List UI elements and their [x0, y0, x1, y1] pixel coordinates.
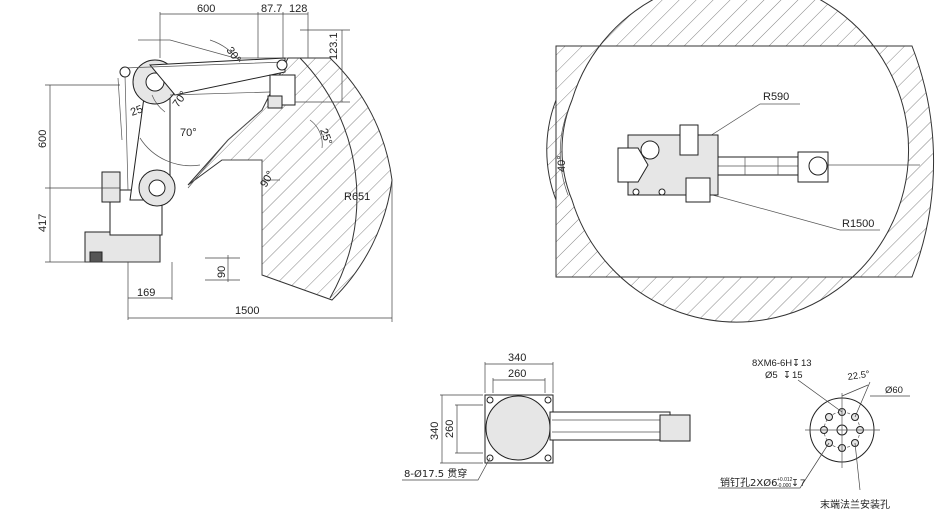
flange-bore-note: Ø5 — [765, 370, 778, 381]
flange-view: 8XM6-6H ↧ 13 Ø5 ↧ 15 22.5° Ø60 销钉孔2XØ6 +… — [718, 358, 910, 511]
dim-total-1500: 1500 — [235, 305, 259, 317]
angle-25-right: 25° — [317, 127, 334, 147]
top-view: R590 R1500 40° — [546, 0, 935, 323]
robot-motor — [101, 171, 121, 203]
side-angle-arcs — [139, 39, 323, 181]
robot-top-motor-2 — [685, 177, 711, 203]
angle-70-lower: 70° — [180, 127, 197, 139]
base-hole-2 — [544, 396, 552, 404]
flange-thread-note: 8XM6-6H — [752, 358, 792, 369]
base-dimension-lines — [402, 362, 554, 481]
robot-top-end-disc — [808, 156, 828, 176]
base-hole-note: 8-Ø17.5 贯穿 — [404, 467, 467, 480]
robot-upper-arm — [148, 57, 286, 96]
dim-left-600: 600 — [37, 130, 49, 148]
robot-top-bolt-2 — [658, 188, 666, 196]
robot-parallel-link — [122, 61, 286, 191]
base-view: 340 260 340 260 8-Ø17.5 贯穿 — [402, 352, 691, 481]
radius-r590: R590 — [763, 91, 789, 103]
flange-diameter: Ø60 — [885, 385, 903, 396]
dim-260-h: 260 — [444, 420, 456, 438]
flange-pin-tol-lower: -0.000 — [777, 483, 791, 489]
dim-340-h: 340 — [429, 422, 441, 440]
robot-top-joint — [640, 140, 660, 160]
dim-bottom-90: 90 — [216, 266, 228, 278]
robot-side — [84, 57, 296, 263]
flange-pin-note: 销钉孔2XØ6 — [720, 476, 777, 489]
robot-base-plate — [89, 251, 103, 263]
flange-title: 末端法兰安装孔 — [820, 498, 890, 511]
flange-pin-depth: 7 — [800, 478, 805, 489]
robot-top-bolt-1 — [632, 188, 640, 196]
flange-center-lines — [805, 393, 880, 468]
base-hole-4 — [544, 454, 552, 462]
top-workspace-area — [546, 0, 935, 323]
dim-top-600: 600 — [197, 3, 215, 15]
dim-top-128: 128 — [289, 3, 307, 15]
workspace-envelope — [117, 39, 288, 275]
robot-end-effector — [267, 95, 283, 109]
flange-thread-depth-symbol: ↧ — [792, 358, 800, 369]
side-dimension-lines — [45, 12, 393, 322]
dim-340-w: 340 — [508, 352, 526, 364]
side-view: 600 87.7 128 123.1 600 417 30° 70° 25 70… — [37, 3, 393, 322]
base-circle — [485, 395, 551, 461]
dim-base-169: 169 — [137, 287, 155, 299]
robot-top — [617, 124, 829, 203]
dim-right-123-1: 123.1 — [328, 32, 340, 60]
reach-arc — [299, 57, 358, 299]
base-arm-rail — [552, 419, 668, 433]
flange-pin-tol-upper: +0.012 — [777, 477, 793, 483]
radius-r1500: R1500 — [842, 218, 874, 230]
robot-top-motor-1 — [679, 124, 699, 156]
radius-r651: R651 — [344, 191, 370, 203]
robot-shoulder-joint — [119, 66, 131, 78]
angle-25-left: 25 — [129, 103, 145, 118]
flange-pin-depth-symbol: ↧ — [791, 478, 799, 489]
base-arm — [549, 411, 671, 441]
flange-leaders — [718, 379, 910, 491]
top-angle-40: 40° — [556, 155, 568, 172]
dim-260-w: 260 — [508, 368, 526, 380]
flange-angle: 22.5° — [847, 369, 871, 383]
robot-joint-lower-inner — [148, 179, 166, 197]
flange-thread-depth: 13 — [801, 358, 812, 369]
robot-top-bracket — [617, 147, 649, 183]
robot-wrist-joint — [276, 59, 288, 71]
base-hole-1 — [486, 396, 494, 404]
dim-top-87-7: 87.7 — [261, 3, 282, 15]
top-angle-arc — [559, 109, 569, 196]
top-outer-boundary — [555, 45, 912, 278]
dim-left-417: 417 — [37, 214, 49, 232]
flange-bore-depth-symbol: ↧ — [783, 370, 791, 381]
flange-bore-depth: 15 — [792, 370, 803, 381]
base-arm-end — [659, 414, 691, 442]
